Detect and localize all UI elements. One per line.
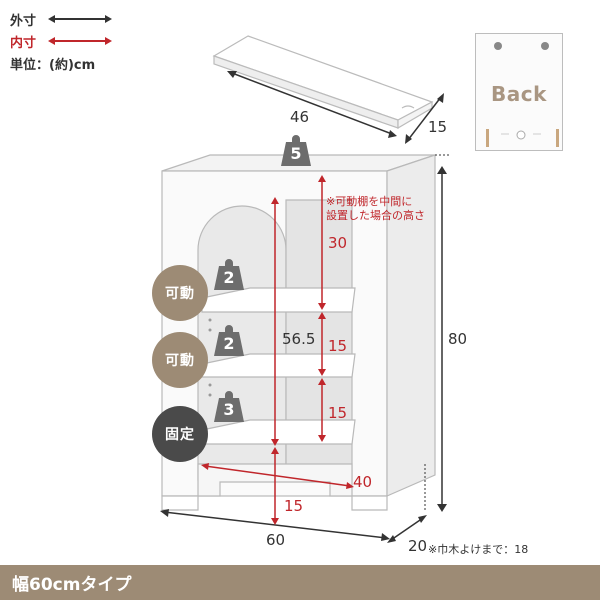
top-shelf-dim-lines: [227, 71, 444, 144]
baseboard-note: ※巾木よけまで：18: [428, 543, 529, 556]
legend: 外寸 内寸 単位：(約)cm: [10, 8, 112, 73]
bottom-height-label: 15: [284, 497, 304, 515]
legend-inner-row: 内寸: [10, 30, 112, 52]
shelf-note-line-2: 設置した場合の高さ: [326, 209, 425, 222]
back-label: Back: [491, 82, 547, 106]
weight-icon-shelf-2: 2: [213, 325, 245, 357]
back-panel-detail: [486, 42, 559, 147]
movable-badge-2: 可動: [152, 332, 208, 388]
weight-icon-top: 5: [280, 135, 312, 167]
weight-icon-shelf-1: 2: [213, 259, 245, 291]
top-shelf-board: [212, 35, 434, 130]
double-arrow-red-icon: [48, 37, 112, 45]
weight-icon-shelf-3: 3: [213, 391, 245, 423]
shelf-holes: [208, 318, 212, 397]
unit-label: 単位：(約)cm: [10, 58, 96, 73]
inner-dim-lines: [201, 175, 354, 525]
total-height-label: 80: [448, 330, 468, 348]
inner-width-label: 40: [353, 473, 373, 491]
top-shelf-width-label: 46: [290, 108, 310, 126]
top-shelf-depth-label: 15: [428, 118, 448, 136]
inner-height-label: 56.5: [282, 330, 316, 348]
legend-outer-label: 外寸: [10, 13, 37, 29]
weight-shelf-1-value: 2: [223, 268, 235, 287]
weight-top-value: 5: [290, 144, 302, 163]
fixed-badge: 固定: [152, 406, 208, 462]
shelf-note-line-1: ※可動棚を中間に: [326, 195, 413, 208]
weight-shelf-3-value: 3: [223, 400, 235, 419]
shelf-gap-1-label: 15: [328, 337, 348, 355]
legend-outer-row: 外寸: [10, 8, 112, 30]
total-width-label: 60: [266, 531, 286, 549]
double-arrow-icon: [48, 15, 112, 23]
shelf-note: ※可動棚を中間に 設置した場合の高さ: [326, 195, 425, 223]
weight-shelf-2-value: 2: [223, 334, 235, 353]
footer-title: 幅60cmタイプ: [12, 575, 132, 595]
total-depth-label: 20: [408, 537, 428, 555]
footer-bar: 幅60cmタイプ: [0, 565, 600, 600]
arch-height-label: 30: [328, 234, 348, 252]
legend-inner-label: 内寸: [10, 35, 37, 51]
movable-badge-1: 可動: [152, 265, 208, 321]
back-panel-illustration: Back: [475, 33, 563, 151]
shelf-gap-2-label: 15: [328, 404, 348, 422]
